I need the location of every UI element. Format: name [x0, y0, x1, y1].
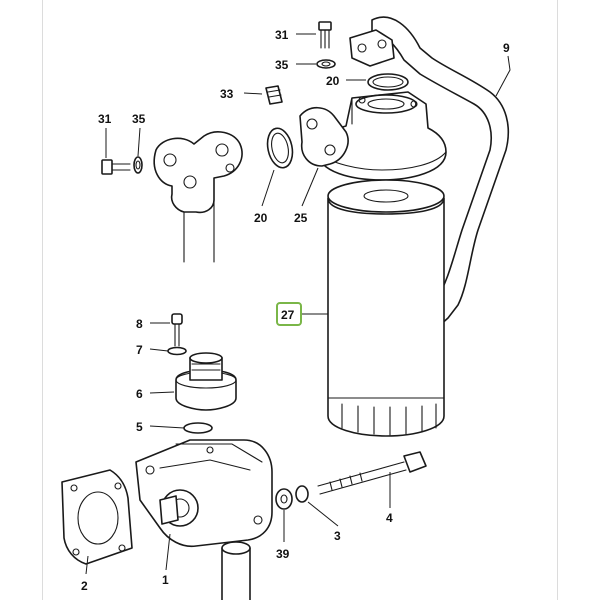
callout-31-top: 31 — [275, 28, 289, 42]
o-ring-middle — [266, 127, 294, 169]
callout-27-highlight-box — [276, 302, 302, 326]
callout-5: 5 — [136, 420, 143, 434]
callout-35-top: 35 — [275, 58, 289, 72]
washer-7 — [167, 346, 187, 356]
callout-35-left: 35 — [132, 112, 146, 126]
callout-2: 2 — [81, 579, 88, 593]
callout-33: 33 — [220, 87, 234, 101]
callout-20-middle: 20 — [254, 211, 268, 225]
callout-8: 8 — [136, 317, 143, 331]
elbow-fitting — [153, 131, 243, 263]
diagram-frame — [42, 0, 558, 600]
bolt-4 — [317, 451, 427, 495]
o-ring-5 — [183, 422, 213, 434]
bolt-left — [101, 159, 131, 175]
washer-left — [133, 156, 143, 174]
callout-1: 1 — [162, 573, 169, 587]
adapter-6 — [175, 352, 237, 411]
bolt-8 — [171, 313, 183, 347]
gasket-2 — [61, 469, 133, 565]
callout-labels: 31 35 20 9 33 31 35 20 25 27 8 7 6 5 2 1… — [81, 28, 510, 593]
callout-27: 27 — [281, 308, 295, 322]
callout-20-top: 20 — [326, 74, 340, 88]
callout-3: 3 — [334, 529, 341, 543]
callout-31-left: 31 — [98, 112, 112, 126]
filter-cartridge — [327, 179, 445, 437]
callout-39: 39 — [276, 547, 290, 561]
filter-head — [317, 91, 447, 181]
pump — [135, 439, 273, 548]
washer-39 — [275, 488, 293, 510]
stud-33 — [265, 85, 283, 105]
leader-lines — [85, 33, 511, 575]
callout-7: 7 — [136, 343, 143, 357]
callout-4: 4 — [386, 511, 393, 525]
callout-25: 25 — [294, 211, 308, 225]
washer-3 — [295, 485, 309, 503]
callout-6: 6 — [136, 387, 143, 401]
bolt-top-right — [318, 21, 332, 49]
callout-9: 9 — [503, 41, 510, 55]
flange-25 — [299, 106, 349, 167]
o-ring-top — [367, 73, 409, 91]
washer-top-right — [316, 59, 336, 69]
suction-pipe — [221, 541, 251, 600]
